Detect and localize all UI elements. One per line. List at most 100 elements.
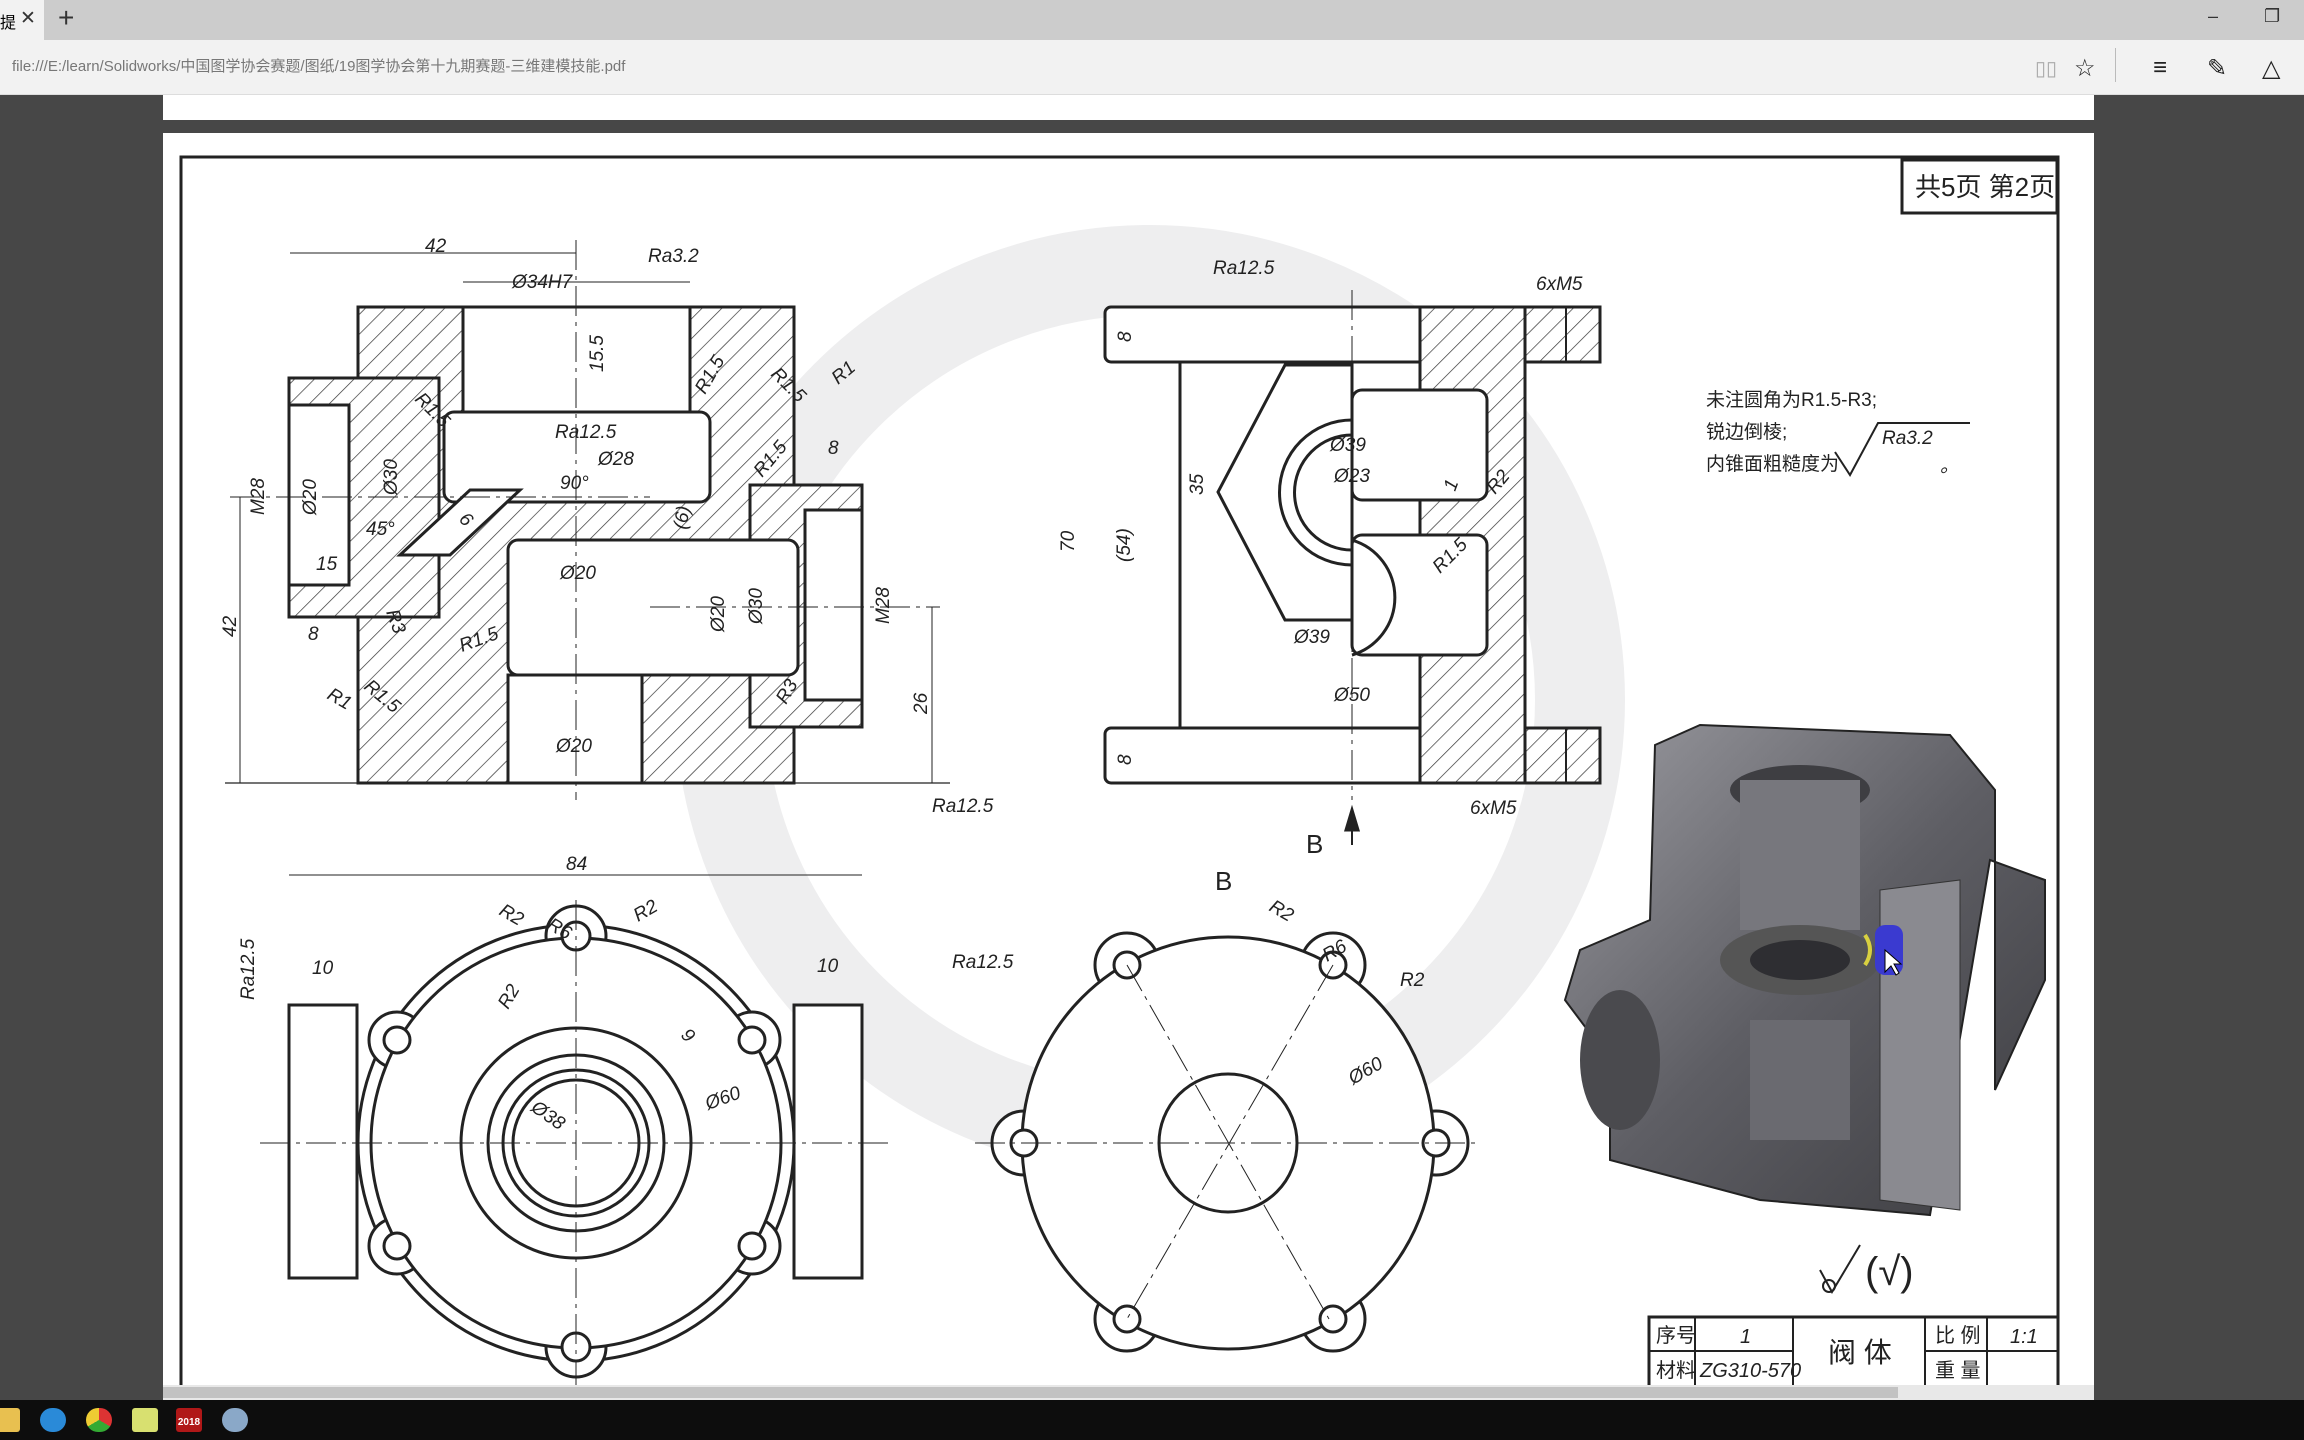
part-name: 阀 体 [1828,1337,1892,1368]
weight-label: 重 量 [1935,1359,1981,1382]
dim-label: (54) [1114,528,1135,562]
new-tab-button[interactable]: + [58,2,75,33]
favorite-star-icon[interactable]: ☆ [2074,55,2096,82]
dim-label: 6xM5 [1470,798,1517,819]
dim-label: 15 [316,554,338,575]
top-view [260,874,890,1385]
dim-label: R2 [1400,970,1425,991]
tab-active[interactable]: 提 ✕ [0,0,44,40]
tab-bar: 提 ✕ + – ❐ [0,0,2304,40]
roughness-label: Ra3.2 [648,246,699,267]
roughness-label: Ra12.5 [932,796,994,817]
previous-page-bottom [163,95,2094,120]
taskbar: 2018 [0,1400,2304,1440]
technical-notes: 未注圆角为R1.5-R3; 锐边倒棱; 内锥面粗糙度为 Ra3.2 。 [1706,389,1970,477]
dim-label: R2 [630,896,662,927]
dim-label: 84 [566,854,587,875]
url-input[interactable]: file:///E:/learn/Solidworks/中国图学协会赛题/图纸/… [12,58,626,75]
3d-model-render [1563,723,2046,1217]
title-block-text: 序号 1 材料 ZG310-570 阀 体 比 例 1:1 重 量 [1656,1324,2038,1382]
seq-label: 序号 [1656,1324,1696,1347]
note-line: 未注圆角为R1.5-R3; [1706,389,1877,411]
dim-label: Ø50 [1333,685,1370,706]
scale-value: 1:1 [2010,1326,2038,1348]
engineering-drawing: 共5页 第2页 42 Ø34H7 Ra3.2 15.5 R1.5 R1.5 R1… [179,155,2060,1385]
roughness-label: Ra12.5 [555,422,617,443]
title-block [1647,1315,2060,1385]
dim-label: R1 [324,684,356,714]
autocad-2018-icon[interactable]: 2018 [176,1408,202,1432]
dim-label: 8 [1115,331,1136,342]
dim-label: Ø20 [555,736,592,757]
roughness-label: Ra12.5 [1213,258,1275,279]
roughness-label: Ra3.2 [1882,428,1933,449]
seq-value: 1 [1740,1326,1751,1348]
dim-label: 6xM5 [1536,274,1583,295]
dim-label: Ø30 [746,588,767,625]
dim-label: 26 [911,692,932,715]
dim-label: Ø20 [300,479,321,516]
page-info: 共5页 第2页 [1915,172,2055,202]
reading-view-icon[interactable]: ▯▯ [2035,58,2058,80]
scale-label: 比 例 [1935,1324,1981,1347]
dim-label: R2 [496,900,528,931]
dim-label: M28 [873,587,894,624]
view-b [975,931,1480,1353]
address-bar: file:///E:/learn/Solidworks/中国图学协会赛题/图纸/… [0,40,2304,95]
view-label: B [1306,829,1323,859]
share-icon[interactable]: △ [2262,55,2281,82]
dim-label: 10 [817,956,839,977]
dim-label: 8 [1115,754,1136,765]
tab-title: 提 [0,15,17,32]
note-end: 。 [1940,456,1959,477]
view-title: B [1215,866,1232,896]
dim-label: 8 [308,624,319,645]
note-line: 锐边倒棱; [1706,421,1787,443]
side-view [1103,290,1602,845]
section-view-front [225,240,950,800]
dim-label: M28 [248,478,269,515]
dim-label: Ø28 [597,449,634,470]
dim-label: 70 [1058,530,1079,552]
chrome-icon[interactable] [86,1408,112,1432]
app-icon[interactable] [222,1408,248,1432]
internet-explorer-icon[interactable] [40,1408,66,1432]
dim-label: Ø34H7 [511,272,574,293]
mouse-cursor-icon [1884,948,1903,976]
web-note-icon[interactable]: ✎ [2207,55,2228,82]
hub-icon[interactable]: ≡ [2153,54,2168,81]
file-explorer-icon[interactable] [0,1408,20,1432]
scrollbar-thumb[interactable] [163,1387,1898,1398]
dim-label: 42 [425,236,447,257]
dim-label: Ø30 [381,459,402,496]
page-info-box [1900,158,2059,215]
roughness-label: Ra12.5 [238,938,259,1000]
material-value: ZG310-570 [1699,1360,1801,1382]
sticky-notes-icon[interactable] [132,1408,158,1432]
material-label: 材料 [1656,1359,1696,1382]
dim-label: 42 [220,615,241,637]
dim-label: Ø23 [1333,466,1370,487]
dim-label: Ø20 [559,563,596,584]
dim-label: (6) [670,504,695,531]
restore-button[interactable]: ❐ [2264,6,2281,26]
dim-label: 15.5 [587,335,608,372]
dim-label: 35 [1187,473,1208,495]
minimize-button[interactable]: – [2208,6,2219,26]
dim-label: Ø39 [1329,435,1366,456]
drawing-frame [179,155,2060,1385]
note-line: 内锥面粗糙度为 [1706,453,1839,475]
dim-label: 8 [828,438,839,459]
toolbar-divider [2115,48,2116,82]
general-roughness-symbol: (√) [1819,1244,1914,1295]
horizontal-scrollbar[interactable] [163,1385,2094,1400]
dim-label: 10 [312,958,334,979]
roughness-label: Ra12.5 [952,952,1014,973]
dim-label: 90° [560,473,589,494]
roughness-label: (√) [1865,1250,1914,1294]
close-icon[interactable]: ✕ [20,8,36,29]
dim-label: Ø20 [708,596,729,633]
dim-label: Ø39 [1293,627,1330,648]
dim-label: R2 [1266,896,1298,927]
dim-label: 45° [366,519,395,540]
